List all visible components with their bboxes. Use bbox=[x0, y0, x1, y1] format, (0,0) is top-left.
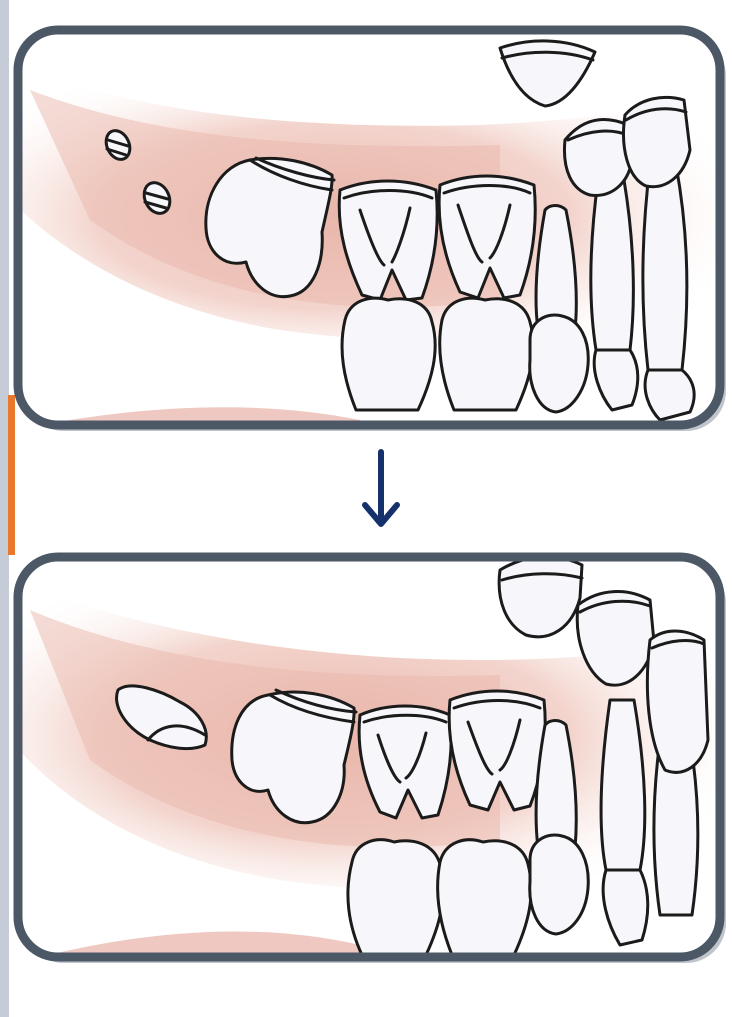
panel-before bbox=[10, 30, 730, 431]
left-edge-accent bbox=[8, 395, 15, 555]
left-edge-strip bbox=[0, 0, 9, 1017]
panel-after bbox=[10, 557, 730, 963]
